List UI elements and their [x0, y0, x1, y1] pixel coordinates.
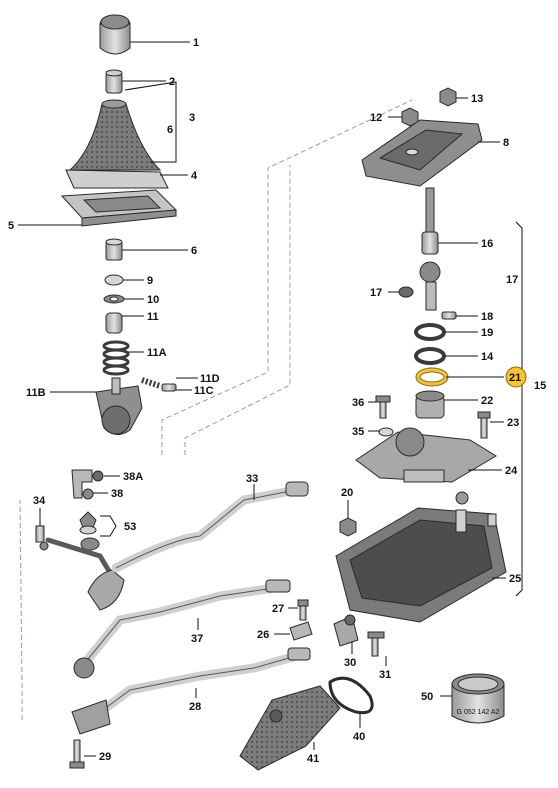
callout-30: 30 [344, 657, 356, 669]
callout-19: 19 [481, 327, 493, 339]
cable-37 [73, 579, 291, 679]
loop-40 [328, 676, 374, 715]
callout-18: 18 [481, 311, 493, 323]
callout-1: 1 [193, 37, 199, 49]
callout-33: 33 [246, 473, 258, 485]
callout-40: 40 [353, 731, 365, 743]
ring-21-highlighted [415, 367, 449, 387]
callout-27: 27 [272, 603, 284, 615]
callout-11b: 11B [26, 387, 46, 399]
part-stamp: G 052 142 A2 [457, 709, 500, 716]
callout-11d: 11D [200, 373, 220, 385]
sleeve-50: G 052 142 A2 [451, 673, 505, 724]
cable-boot-41 [239, 685, 341, 771]
callout-24: 24 [505, 465, 518, 477]
callout-labels: 1 2 3 6 4 5 6 9 10 11 11A 11D 11C 11B 13… [8, 37, 546, 765]
callout-37: 37 [191, 633, 203, 645]
spring [102, 340, 130, 376]
boot-frame [65, 169, 169, 189]
highlight-marker [505, 366, 527, 388]
callout-12: 12 [370, 112, 382, 124]
callout-14: 14 [481, 351, 494, 363]
callout-17: 17 [506, 274, 518, 286]
callout-13: 13 [471, 93, 483, 105]
bolt-18 [441, 311, 457, 320]
leader-lines [18, 41, 523, 757]
bracket-30 [333, 614, 359, 647]
shift-rod-33 [111, 481, 309, 573]
callout-11: 11 [147, 311, 159, 323]
callout-38a: 38A [123, 471, 143, 483]
callout-15: 15 [534, 380, 546, 392]
callout-4: 4 [191, 170, 198, 182]
callout-50: 50 [421, 691, 433, 703]
callout-31: 31 [379, 669, 391, 681]
callout-11a: 11A [147, 347, 167, 359]
spring-pin [141, 377, 177, 392]
shift-lever-shaft [419, 187, 441, 311]
ring-14 [414, 347, 446, 365]
clip-26 [289, 621, 313, 641]
ring-19 [414, 323, 446, 341]
callout-29: 29 [99, 751, 111, 763]
nut-20 [339, 517, 357, 537]
lever-arm [45, 537, 125, 611]
callout-22: 22 [481, 395, 493, 407]
callout-9: 9 [147, 275, 153, 287]
callout-21: 21 [509, 372, 521, 384]
adapter-sleeve [105, 69, 123, 94]
callout-41: 41 [307, 753, 319, 765]
bolt-29 [69, 739, 85, 769]
callout-53: 53 [124, 521, 136, 533]
callout-35: 35 [352, 426, 364, 438]
selector-mechanism [355, 427, 497, 505]
callout-5: 5 [8, 220, 14, 232]
bolt-27 [297, 599, 309, 621]
top-nut [439, 87, 457, 107]
callout-6: 6 [191, 245, 197, 257]
callout-11c: 11C [194, 385, 214, 397]
bushings-53 [79, 511, 100, 551]
selector-bracket-38a [71, 469, 104, 500]
callout-38: 38 [111, 488, 123, 500]
callout-25: 25 [509, 573, 521, 585]
stack-parts [103, 238, 125, 334]
callout-36: 36 [352, 397, 364, 409]
callout-3: 3 [189, 112, 195, 124]
boot-base-frame [60, 189, 178, 227]
gear-knob [99, 14, 131, 55]
callout-26: 26 [257, 629, 269, 641]
cable-28 [71, 647, 311, 735]
callout-23: 23 [507, 417, 519, 429]
callout-2: 2 [169, 76, 175, 88]
shift-housing [335, 507, 507, 623]
callout-10: 10 [147, 294, 159, 306]
bolt-36 [375, 395, 391, 419]
gear-boot [68, 99, 162, 171]
ball-socket [415, 390, 445, 419]
shift-finger [95, 377, 143, 435]
callout-20: 20 [341, 487, 353, 499]
washer-17 [398, 286, 414, 298]
callout-8: 8 [503, 137, 509, 149]
bolt-23 [477, 411, 491, 439]
callout-6a: 6 [167, 124, 173, 136]
assembly-guide-lines [19, 99, 413, 720]
callout-34: 34 [33, 495, 46, 507]
callout-17a: 17 [370, 287, 382, 299]
washer-35 [378, 427, 394, 437]
bolt-34 [35, 525, 49, 551]
callout-16: 16 [481, 238, 493, 250]
bolt-31 [367, 631, 385, 657]
cover-plate [361, 119, 483, 187]
callout-28: 28 [189, 701, 201, 713]
